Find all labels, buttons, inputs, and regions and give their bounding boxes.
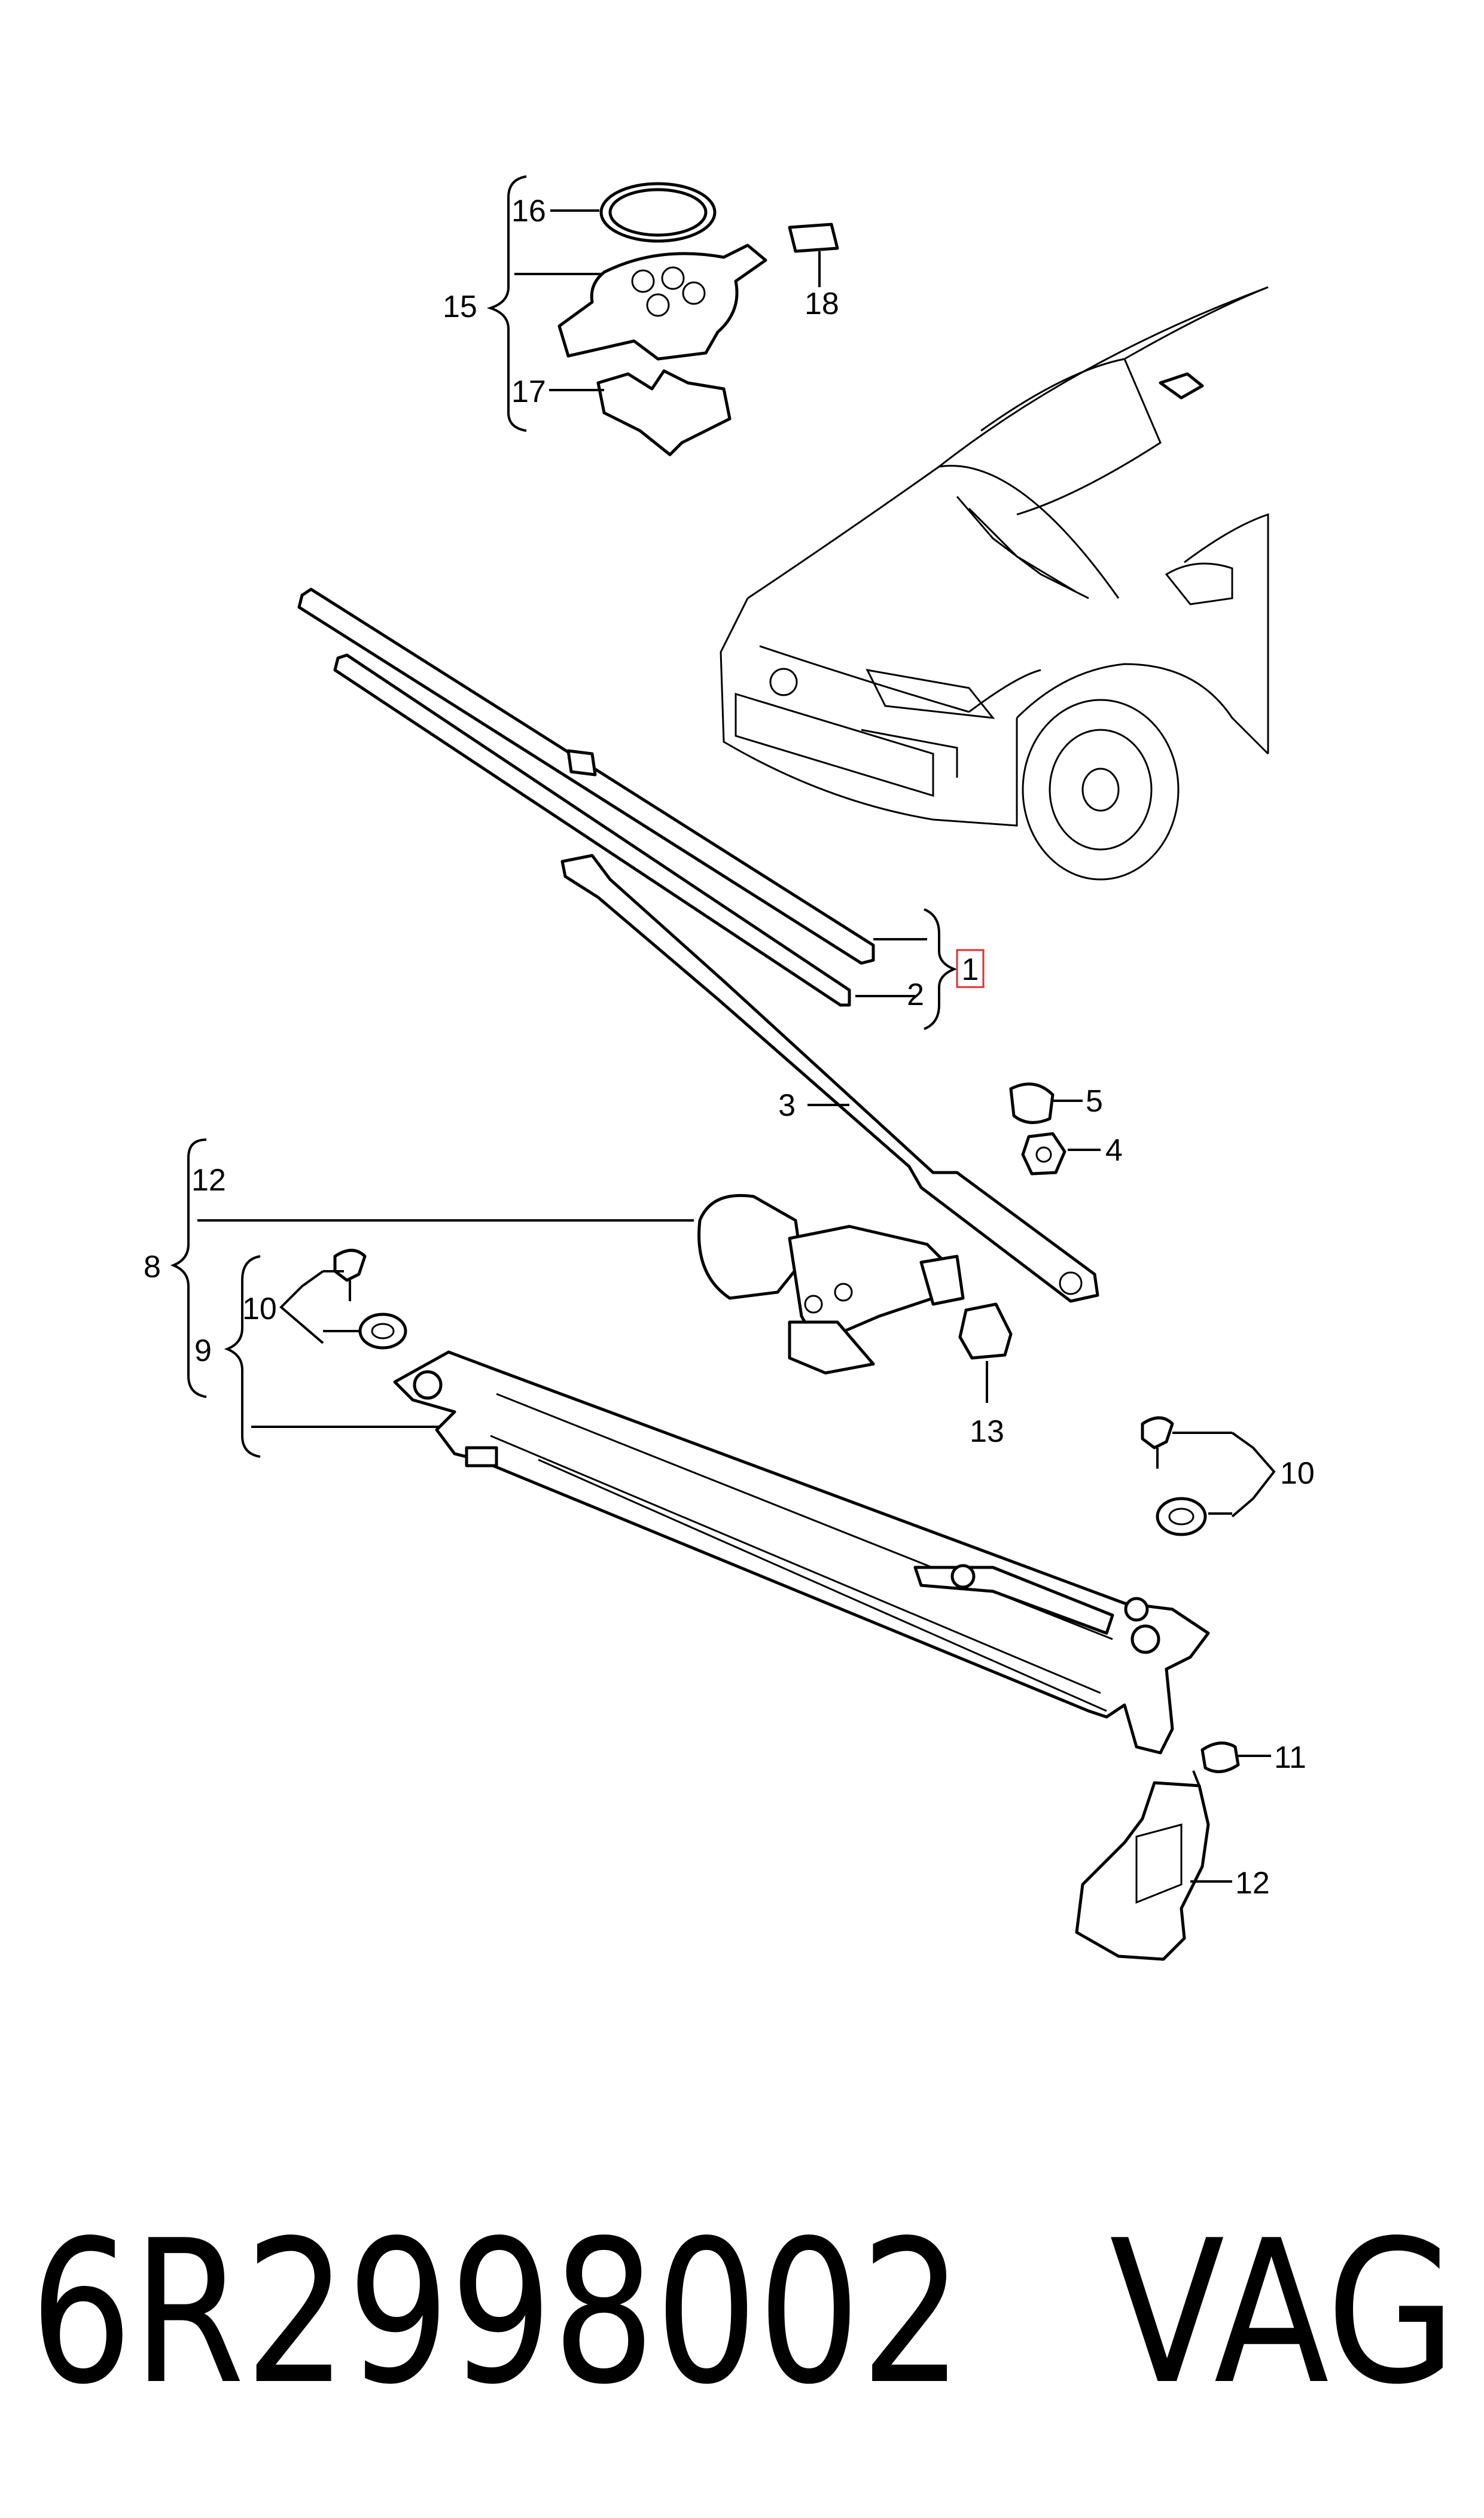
car-badge (769, 668, 798, 696)
wiper-blade-1 (297, 587, 875, 965)
bracket-1 (924, 908, 958, 1030)
car-illustration (720, 286, 1269, 881)
part-number: 6R2998002 (30, 2198, 963, 2428)
wiper-motor-12 (697, 1193, 803, 1300)
bearing-group: 11 12 (1075, 1740, 1306, 1961)
callout-10-left: 10 (242, 1292, 277, 1326)
callout-13: 13 (970, 1414, 1004, 1449)
wiper-arm-group: 3 (560, 854, 1099, 1303)
nut-4 (1021, 1132, 1066, 1176)
callout-12-top: 12 (191, 1163, 226, 1198)
bolt-10-right (1141, 1416, 1174, 1450)
car-headlight (866, 669, 995, 719)
wiper-rubber-2 (333, 653, 851, 1007)
car-mirror (1165, 562, 1233, 605)
connector-13 (958, 1302, 1013, 1360)
callout-1-highlight (956, 949, 985, 988)
callout-1: 1 (962, 952, 979, 987)
bracket-17 (596, 369, 732, 456)
callout-12-bottom: 12 (1235, 1866, 1270, 1901)
callout-17: 17 (511, 374, 546, 409)
bracket-15 (486, 175, 527, 432)
linkage-group: 9 10 10 (194, 1249, 1315, 1755)
wiper-arm-3 (560, 854, 1099, 1303)
bracket-8 (170, 1138, 207, 1398)
callout-9: 9 (194, 1333, 212, 1368)
callout-4: 4 (1105, 1133, 1123, 1168)
car-grille (735, 692, 934, 797)
cap-5 (1009, 1082, 1055, 1124)
grommet-10-left (358, 1313, 407, 1350)
callout-2: 2 (907, 978, 924, 1012)
wiper-blade-group: 1 2 (297, 587, 985, 1030)
motor-group: 13 12 8 (144, 1138, 1013, 1449)
callout-16: 16 (511, 194, 546, 229)
car-front-wheel (1022, 699, 1180, 881)
callout-3: 3 (778, 1088, 796, 1123)
rain-sensor-group: 16 15 17 18 (443, 175, 839, 456)
callout-8: 8 (144, 1250, 161, 1284)
rain-sensor-15 (557, 243, 767, 361)
bracket-10-left (279, 1270, 324, 1344)
bracket-9 (224, 1255, 261, 1458)
brand-name: VAG (1110, 2198, 1456, 2428)
bracket-10-right (1231, 1432, 1276, 1518)
callout-10-right: 10 (1280, 1456, 1315, 1491)
bearing-bracket-12 (1075, 1781, 1210, 1961)
cap-nut-group: 5 4 (1009, 1082, 1123, 1176)
callout-5: 5 (1086, 1084, 1103, 1119)
car-sensor-mark (1159, 372, 1204, 400)
bolt-10-left (333, 1249, 367, 1282)
grommet-10-right (1156, 1497, 1207, 1536)
callout-15: 15 (443, 290, 477, 324)
callout-11: 11 (1274, 1740, 1306, 1775)
grommet-11 (1200, 1741, 1240, 1773)
connector-18 (788, 223, 839, 253)
linkage-frame-9 (393, 1350, 1210, 1755)
callout-18: 18 (805, 287, 839, 321)
